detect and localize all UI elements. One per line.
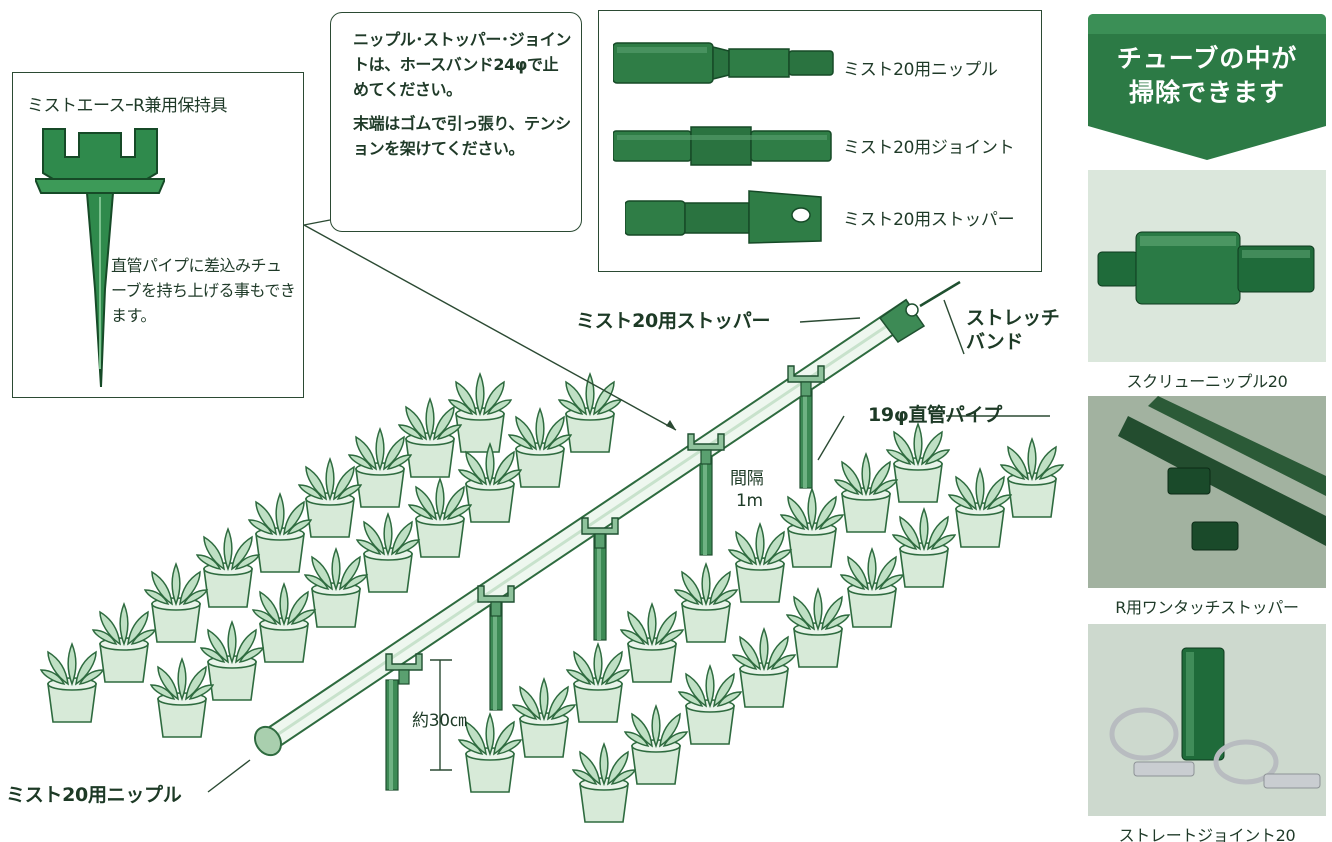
screw-nipple-image	[1088, 170, 1326, 362]
photo-r-stopper	[1088, 396, 1326, 588]
leader-lines	[207, 219, 1050, 793]
stopper-part-label: ミスト20用ストッパー	[843, 210, 1015, 230]
callout-stretch-line1: ストレッチ	[966, 307, 1060, 329]
callout-stretch-line2: バンド	[966, 331, 1024, 353]
instruction-bubble: ニップル･ストッパー･ジョイントは、ホースバンド24φで止めてください。 末端は…	[330, 12, 582, 232]
callout-interval-line1: 間隔	[730, 469, 764, 489]
callout-nipple: ミスト20用ニップル	[6, 784, 182, 806]
side-header-line1: チューブの中が	[1116, 44, 1298, 73]
callout-stretch-band: ストレッチ バンド	[966, 306, 1060, 354]
side-header: チューブの中が 掃除できます	[1088, 14, 1326, 160]
leader-arrowhead	[666, 420, 676, 430]
holder-description: 直管パイプに差込みチューブを持ち上げる事もできます。	[111, 256, 296, 325]
holder-panel: ミストエースｰR兼用保持具 直管パイプに差込みチューブを持ち上げる事もできます。	[12, 72, 304, 398]
bubble-text-1: ニップル･ストッパー･ジョイントは、ホースバンド24φで止めてください。	[353, 30, 572, 99]
joint-part-label: ミスト20用ジョイント	[843, 138, 1015, 158]
nipple-part-icon	[613, 42, 834, 84]
photo-straight-joint	[1088, 624, 1326, 816]
caption-straight-joint: ストレートジョイント20	[1118, 826, 1296, 842]
parts-panel: ミスト20用ニップル ミスト20用ジョイント ミスト20用ストッパー	[598, 10, 1042, 272]
side-header-line2: 掃除できます	[1128, 78, 1285, 107]
holder-title: ミストエースｰR兼用保持具	[27, 96, 227, 116]
nipple-part-label: ミスト20用ニップル	[843, 60, 998, 80]
photo-screw-nipple	[1088, 170, 1326, 362]
stopper-part-icon	[625, 190, 822, 244]
greenhouse-illustration	[40, 219, 1064, 823]
r-stopper-image	[1088, 396, 1326, 588]
callout-height: 約30㎝	[412, 711, 467, 731]
bubble-text-2: 末端はゴムで引っ張り、テンションを架けてください。	[353, 114, 571, 158]
callout-stopper: ミスト20用ストッパー	[576, 310, 771, 332]
callout-interval: 間隔 1m	[730, 468, 764, 512]
side-header-text: チューブの中が 掃除できます	[1088, 42, 1326, 110]
header-banner-shape	[1088, 14, 1326, 160]
callout-interval-line2: 1m	[736, 491, 763, 511]
straight-joint-image	[1088, 624, 1326, 816]
caption-r-stopper: R用ワンタッチストッパー	[1115, 598, 1299, 617]
holder-spike-icon	[35, 128, 165, 388]
caption-screw-nipple: スクリューニップル20	[1126, 372, 1288, 391]
joint-part-icon	[613, 126, 832, 166]
callout-pipe: 19φ直管パイプ	[868, 404, 1002, 426]
